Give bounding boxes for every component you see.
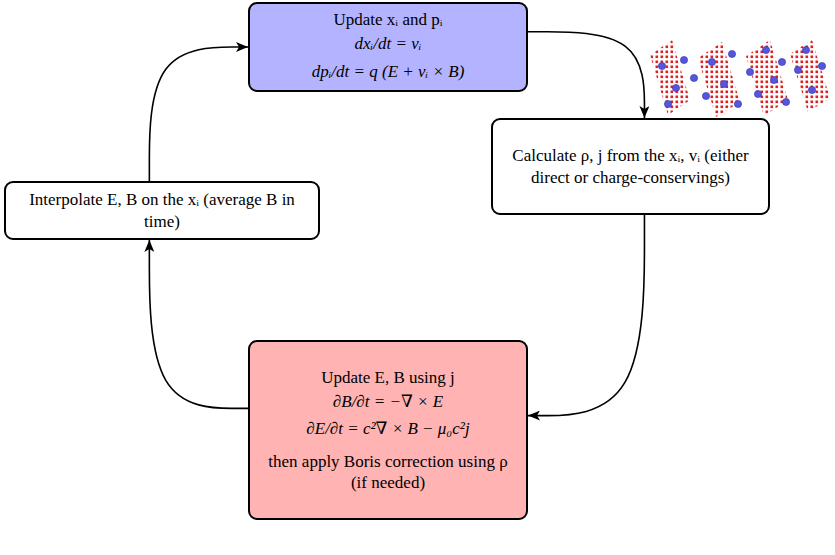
grid-planes bbox=[650, 40, 830, 117]
box-text: ∂E/∂t = c²∇ × B − μ₀c²j bbox=[306, 418, 469, 439]
box-text: ∂B/∂t = −∇ × E bbox=[333, 391, 443, 412]
particle-update-box: Update xᵢ and pᵢ dxᵢ/dt = vᵢ dpᵢ/dt = q (E… bbox=[248, 2, 528, 92]
box-heading: Update xᵢ and pᵢ bbox=[334, 9, 443, 30]
box-text: then apply Boris correction using ρ (if … bbox=[260, 451, 516, 494]
cycle-arrow bbox=[149, 240, 248, 408]
particles bbox=[658, 46, 825, 107]
field-update-box: Update E, B using j ∂B/∂t = −∇ × E ∂E/∂t =… bbox=[248, 340, 528, 520]
box-heading: Calculate ρ, j from the xᵢ, vᵢ (either d… bbox=[503, 145, 758, 188]
box-heading: Interpolate E, B on the xᵢ (average B in… bbox=[16, 189, 308, 232]
interpolate-box: Interpolate E, B on the xᵢ (average B in… bbox=[4, 181, 320, 240]
deposit-box: Calculate ρ, j from the xᵢ, vᵢ (either d… bbox=[491, 118, 770, 215]
cycle-arrow bbox=[528, 32, 644, 118]
cycle-arrow bbox=[149, 47, 248, 181]
box-text: dpᵢ/dt = q (E + vᵢ × B) bbox=[312, 61, 465, 82]
box-text: dxᵢ/dt = vᵢ bbox=[355, 33, 422, 54]
box-heading: Update E, B using j bbox=[321, 367, 455, 388]
cycle-arrow bbox=[528, 215, 644, 416]
